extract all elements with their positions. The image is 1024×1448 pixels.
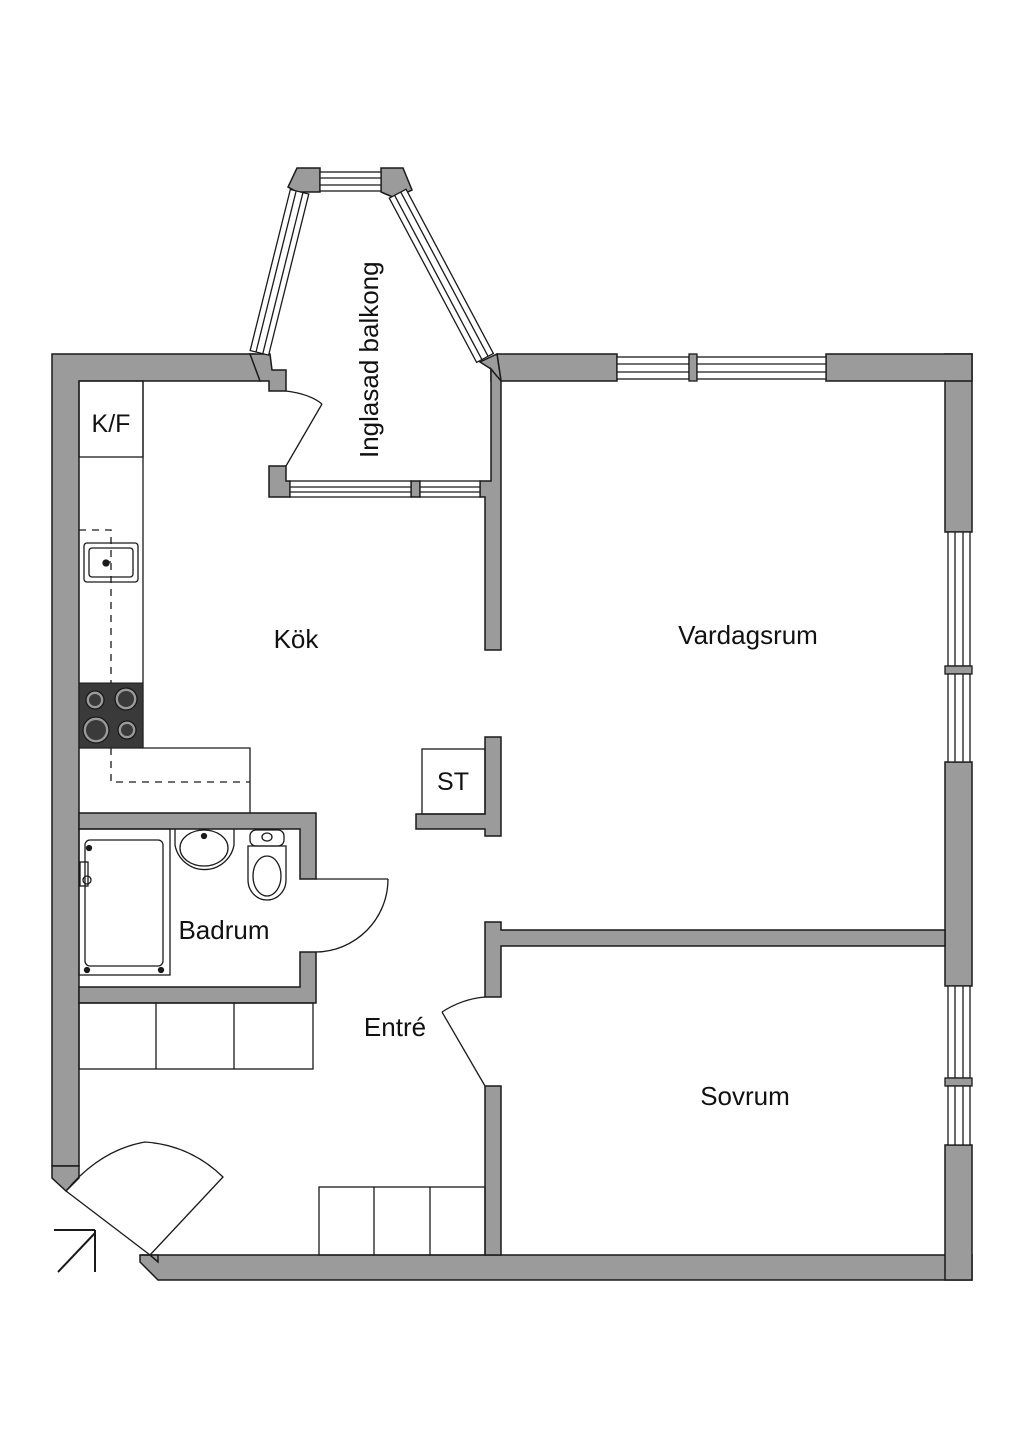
door-bathroom (315, 878, 389, 953)
stove-icon (78, 682, 144, 749)
window-living-top-b (696, 356, 827, 380)
window-balcony-top (319, 171, 382, 192)
wall-top-right-b (825, 353, 973, 382)
window-living-top-a (616, 356, 690, 380)
window-balcony-right (388, 188, 495, 364)
doors (65, 390, 486, 1256)
washbasin-icon (174, 829, 235, 871)
balcony-post-left (287, 167, 321, 193)
hall-wardrobe-upper (78, 1002, 314, 1070)
balcony-wall-mid (410, 480, 421, 498)
wall-living-bedroom (484, 921, 946, 998)
walls (51, 167, 973, 1281)
sink-icon (83, 542, 139, 583)
door-entrance (65, 1141, 224, 1256)
window-balcony-left (249, 188, 310, 356)
room-label-living: Vardagsrum (678, 620, 818, 650)
fridge-freezer-box (78, 380, 144, 458)
wall-bottom (139, 1254, 973, 1281)
wall-bathroom-lower (78, 951, 317, 1004)
entrance-arrow-icon (54, 1229, 96, 1273)
wall-right-low (944, 1144, 973, 1281)
bathtub-icon (78, 828, 171, 976)
hall-wardrobe-lower (318, 1186, 486, 1256)
room-label-bathroom: Badrum (178, 915, 269, 945)
storage-label: ST (437, 768, 469, 796)
window-mullion-bedroom (944, 1077, 973, 1087)
wall-kitchen-living (479, 366, 502, 651)
window-living-right-a (947, 531, 971, 667)
door-balcony (285, 390, 323, 467)
toilet-icon (247, 829, 287, 901)
wall-right-top (944, 353, 973, 533)
windows (249, 171, 973, 1146)
window-living-right-b (947, 673, 971, 763)
window-mullion-right (944, 665, 973, 675)
wall-bottom-entrance-jamb (140, 1254, 159, 1264)
wall-left-lower (51, 1165, 80, 1193)
fridge-freezer-label: K/F (92, 410, 131, 438)
storage-closet (421, 748, 486, 815)
balcony-wall-stub (268, 465, 291, 498)
wall-top-right-a (496, 353, 618, 382)
room-label-hall: Entré (364, 1012, 426, 1042)
window-balcony-inner-b (419, 480, 481, 498)
room-label-kitchen: Kök (274, 624, 320, 654)
window-balcony-inner-a (289, 480, 412, 498)
wall-right-mid (944, 761, 973, 987)
room-label-balcony: Inglasad balkong (354, 261, 384, 458)
window-mullion (688, 353, 698, 382)
window-bedroom-right-b (947, 1085, 971, 1146)
door-bedroom (441, 996, 486, 1087)
room-label-bedroom: Sovrum (700, 1081, 790, 1111)
wall-hall-bedroom (484, 1085, 502, 1256)
window-bedroom-right-a (947, 985, 971, 1079)
